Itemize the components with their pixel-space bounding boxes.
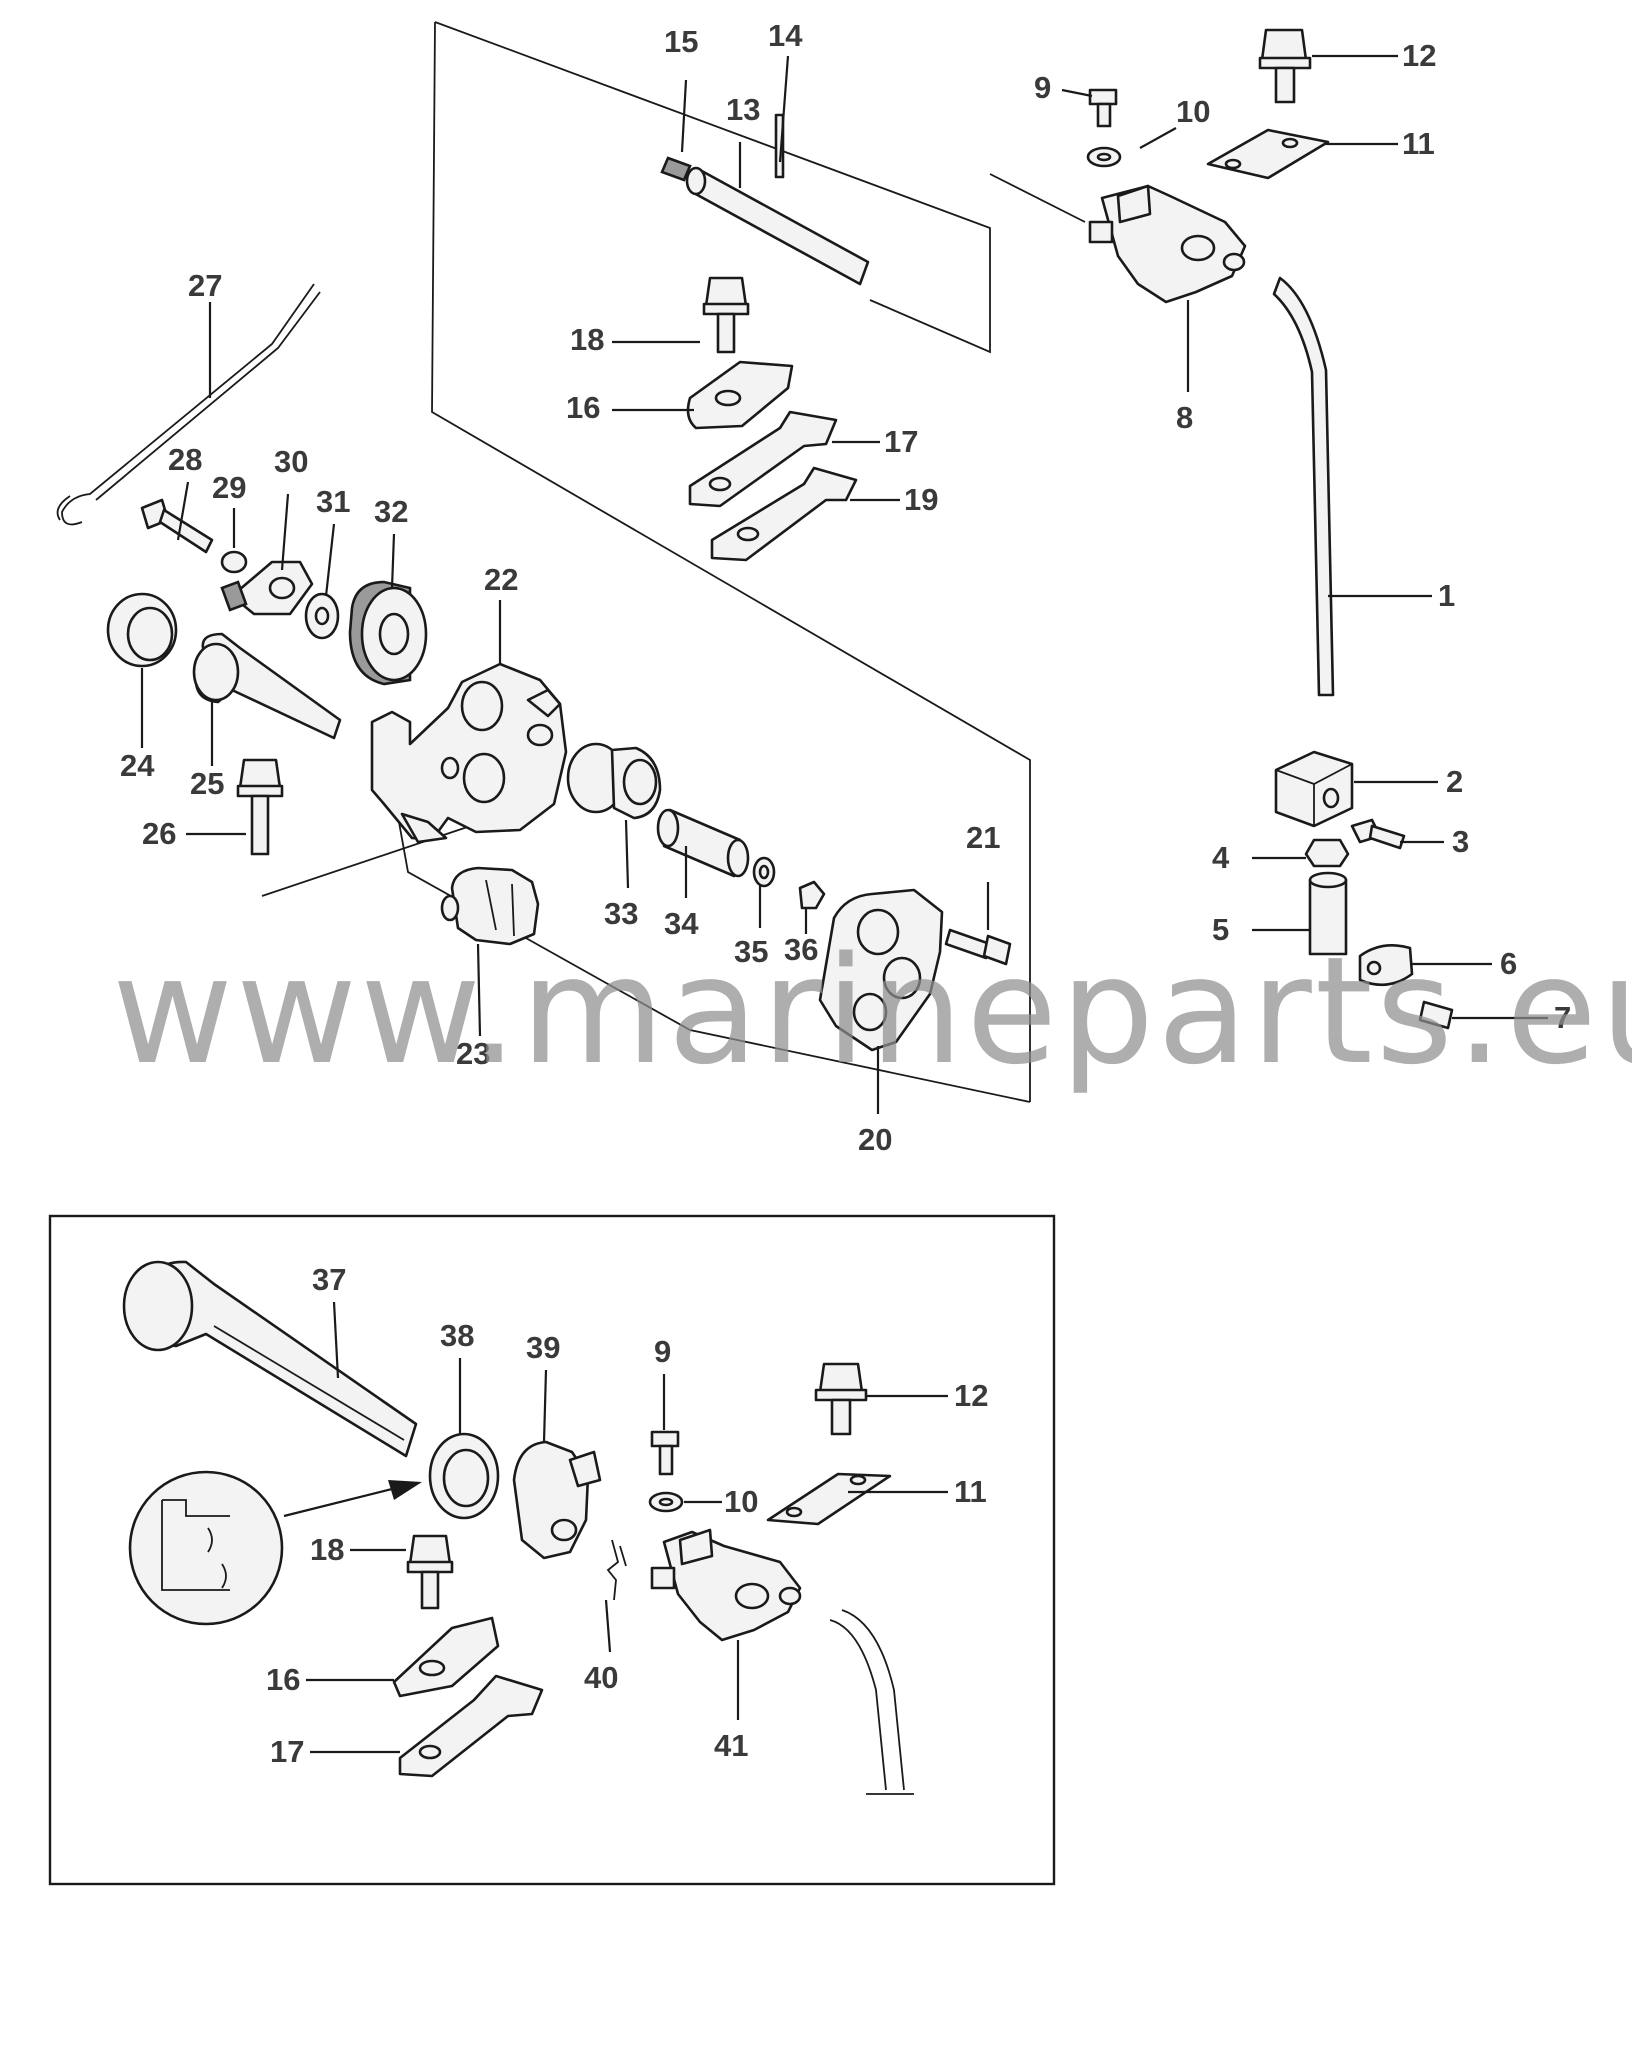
- inset-frame: [48, 1214, 1056, 1886]
- callout-8: 8: [1176, 400, 1193, 435]
- inset-callout-40: 40: [584, 1660, 618, 1695]
- inset-callout-41: 41: [714, 1728, 748, 1763]
- callout-10: 10: [1176, 94, 1210, 129]
- part-housing-22: [370, 662, 568, 844]
- inset-callout-38: 38: [440, 1318, 474, 1353]
- callout-2: 2: [1446, 764, 1463, 799]
- callout-17: 17: [884, 424, 918, 459]
- part-nut-4: [1304, 838, 1350, 868]
- part-cam-23: [440, 866, 540, 946]
- part-arm-8: [1088, 184, 1247, 304]
- callout-26: 26: [142, 816, 176, 851]
- callout-25: 25: [190, 766, 224, 801]
- callout-23: 23: [456, 1036, 490, 1071]
- watermark-text: www.marineparts.eu: [112, 925, 1632, 1097]
- inset-parts: [122, 1260, 914, 1795]
- inset-callout-37: 37: [312, 1262, 346, 1297]
- part-bolt-18: [702, 276, 750, 354]
- part-screw-3: [1350, 818, 1406, 850]
- callout-24: 24: [120, 748, 155, 783]
- part-shaft-25: [192, 632, 342, 740]
- callout-3: 3: [1452, 824, 1469, 859]
- callout-12: 12: [1402, 38, 1436, 73]
- callout-5: 5: [1212, 912, 1229, 947]
- part-screw-7: [1418, 1000, 1454, 1030]
- part-bolt-12: [1258, 28, 1312, 104]
- part-sleeve-34: [656, 808, 750, 878]
- part-gear-32: [348, 580, 428, 686]
- inset-callout-10: 10: [724, 1484, 758, 1519]
- callout-32: 32: [374, 494, 408, 529]
- callout-4: 4: [1212, 840, 1230, 875]
- part-screw-28: [140, 498, 214, 554]
- part-bracket-17: [688, 410, 838, 508]
- callout-36: 36: [784, 932, 818, 967]
- part-washer-35: [752, 856, 776, 888]
- part-bracket-19: [710, 466, 858, 562]
- callout-28: 28: [168, 442, 202, 477]
- callout-labels: 1 2 3 4 5 6 7 8 9 10 11 12 13 14 15 16 1…: [120, 18, 1571, 1769]
- callout-30: 30: [274, 444, 308, 479]
- callout-1: 1: [1438, 578, 1455, 613]
- inset-leader-lines: [306, 1301, 948, 1754]
- part-bolt-26: [236, 758, 284, 856]
- part-block-2: [1274, 750, 1354, 828]
- callout-27: 27: [188, 268, 222, 303]
- callout-13: 13: [726, 92, 760, 127]
- callout-16: 16: [566, 390, 600, 425]
- part-screw-21: [944, 928, 1012, 966]
- callout-22: 22: [484, 562, 518, 597]
- callout-21: 21: [966, 820, 1000, 855]
- part-clip-6: [1358, 944, 1414, 987]
- inset-callout-9: 9: [654, 1334, 671, 1369]
- inset-callout-17: 17: [270, 1734, 304, 1769]
- part-bracket-16: [686, 360, 794, 430]
- callout-15: 15: [664, 24, 698, 59]
- callout-18: 18: [570, 322, 604, 357]
- callout-34: 34: [664, 906, 699, 941]
- inset-callout-12: 12: [954, 1378, 988, 1413]
- callout-7: 7: [1554, 1000, 1571, 1035]
- part-screw-9: [1088, 88, 1118, 128]
- part-washer-31: [304, 592, 340, 640]
- callout-19: 19: [904, 482, 938, 517]
- inset-callout-11: 11: [954, 1474, 987, 1509]
- part-lever-30: [220, 560, 314, 616]
- inset-callout-39: 39: [526, 1330, 560, 1365]
- callout-6: 6: [1500, 946, 1517, 981]
- part-nut-36: [798, 880, 826, 910]
- part-bushing-24: [106, 592, 178, 668]
- part-link-27: [56, 283, 321, 526]
- part-shaft-13: [660, 113, 870, 286]
- callout-9: 9: [1034, 70, 1051, 105]
- callout-33: 33: [604, 896, 638, 931]
- part-nut-29: [220, 550, 248, 574]
- part-plate-20: [818, 888, 944, 1052]
- callout-11: 11: [1402, 126, 1435, 161]
- part-washer-10: [1086, 146, 1122, 168]
- part-plate-11: [1206, 128, 1330, 180]
- leader-lines: [140, 54, 1548, 1114]
- callout-29: 29: [212, 470, 246, 505]
- callout-14: 14: [768, 18, 803, 53]
- inset-callout-16: 16: [266, 1662, 300, 1697]
- part-rod-1: [1272, 276, 1335, 697]
- inset-callout-18: 18: [310, 1532, 344, 1567]
- part-cam-33: [566, 742, 662, 820]
- callout-35: 35: [734, 934, 768, 969]
- callout-31: 31: [316, 484, 350, 519]
- callout-20: 20: [858, 1122, 892, 1157]
